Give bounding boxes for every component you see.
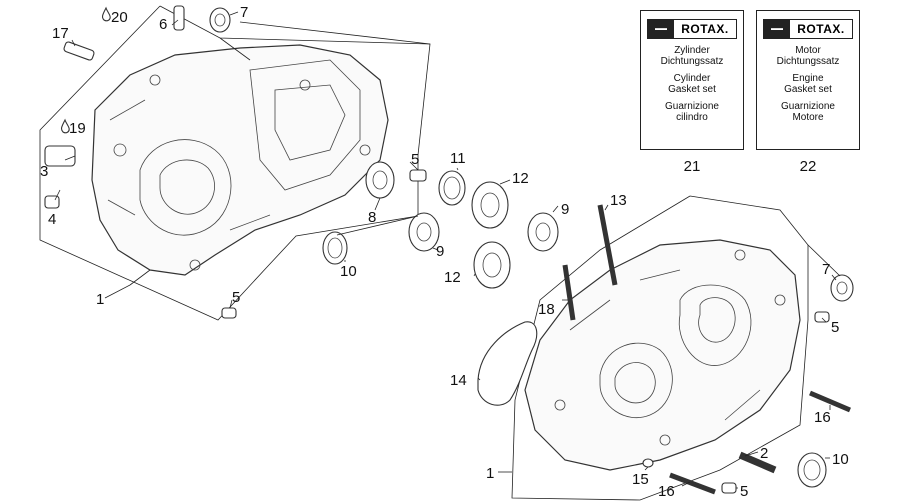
callout-3: 3 (40, 163, 48, 180)
kit-text-line: Motore (792, 112, 824, 123)
callout-1-right: 1 (486, 465, 494, 482)
gasket-14 (477, 321, 538, 406)
kit-text-line: Gasket set (784, 84, 832, 95)
callout-14: 14 (450, 372, 467, 389)
callout-1-left: 1 (96, 291, 104, 308)
callout-5-top: 5 (411, 151, 419, 168)
bearing-12-bottom (473, 241, 511, 289)
logo-mark: ▬▬ (764, 20, 790, 38)
callout-5-left: 5 (232, 289, 240, 306)
seal-7-top (209, 7, 231, 33)
dowel-2 (738, 451, 777, 474)
callout-20: 20 (111, 9, 128, 26)
callout-16-right: 16 (814, 409, 831, 426)
callout-11: 11 (450, 150, 466, 167)
kit-card-21: ▬▬ ROTAX. Zylinder Dichtungssatz Cylinde… (640, 10, 744, 150)
seal-10-right (797, 452, 827, 488)
kit-text-line: Motor (795, 45, 821, 56)
callout-15: 15 (632, 471, 649, 488)
kit-text-line: Engine (792, 73, 824, 84)
callout-7-right: 7 (822, 261, 830, 278)
dowel-5-right (814, 311, 830, 323)
screw-16-right (809, 390, 851, 413)
stud-13 (597, 204, 618, 286)
callout-12-bottom: 12 (444, 269, 461, 286)
callout-7-top: 7 (240, 4, 248, 21)
pin-6 (173, 5, 185, 31)
callout-10-left: 10 (340, 263, 357, 280)
kit-text-line: Guarnizione (665, 101, 719, 112)
kit-text-line: Guarnizione (781, 101, 835, 112)
dowel-5-bottom (721, 482, 737, 494)
dowel-5-top (409, 169, 427, 182)
callout-5-bottom: 5 (740, 483, 748, 500)
bearing-8 (365, 161, 395, 199)
kit-text-line: Zylinder (674, 45, 710, 56)
washer-15 (642, 458, 654, 468)
callout-4: 4 (48, 211, 56, 228)
callout-9-bottom: 9 (436, 243, 444, 260)
kit-text-line: Dichtungssatz (776, 56, 840, 67)
callout-19: 19 (69, 120, 86, 137)
callout-12-top: 12 (512, 170, 529, 187)
callout-13: 13 (610, 192, 627, 209)
right-group-bracket (511, 195, 809, 501)
bearing-9-top (527, 212, 559, 252)
logo-text: ROTAX. (681, 22, 729, 36)
droplet-icon-19 (60, 118, 70, 134)
kit-card-22: ▬▬ ROTAX. Motor Dichtungssatz Engine Gas… (756, 10, 860, 150)
leader-lines (54, 11, 841, 489)
callout-5-right: 5 (831, 319, 839, 336)
callout-2: 2 (760, 445, 768, 462)
seal-7-right (830, 274, 854, 302)
logo-text: ROTAX. (797, 22, 845, 36)
seal-11 (438, 170, 466, 206)
seal-10-left (322, 231, 348, 265)
callout-6: 6 (159, 16, 167, 33)
left-group-bracket (39, 5, 431, 321)
callout-17: 17 (52, 25, 69, 42)
right-crankcase-half (524, 239, 801, 471)
callout-22: 22 (799, 158, 817, 175)
callout-8: 8 (368, 209, 376, 226)
bearing-12-top (471, 181, 509, 229)
logo-mark: ▬▬ (648, 20, 674, 38)
droplet-icon-20 (101, 6, 111, 22)
rotax-logo: ▬▬ ROTAX. (647, 19, 737, 39)
rotax-logo: ▬▬ ROTAX. (763, 19, 853, 39)
left-crankcase-half (91, 44, 389, 276)
callout-16-bottom: 16 (658, 483, 675, 500)
fitting-17 (63, 41, 95, 61)
kit-text-line: cilindro (676, 112, 708, 123)
callout-10-right: 10 (832, 451, 849, 468)
kit-text-line: Dichtungssatz (660, 56, 724, 67)
bearing-9-bottom (408, 212, 440, 252)
sleeve-3 (44, 145, 76, 167)
callout-18: 18 (538, 301, 555, 318)
kit-text-line: Cylinder (673, 73, 711, 84)
plug-4 (44, 195, 60, 209)
dowel-5-left (221, 307, 237, 319)
kit-text-line: Gasket set (668, 84, 716, 95)
screw-16-bottom (669, 472, 716, 495)
callout-9-top: 9 (561, 201, 569, 218)
stud-18 (562, 264, 576, 321)
callout-21: 21 (683, 158, 701, 175)
